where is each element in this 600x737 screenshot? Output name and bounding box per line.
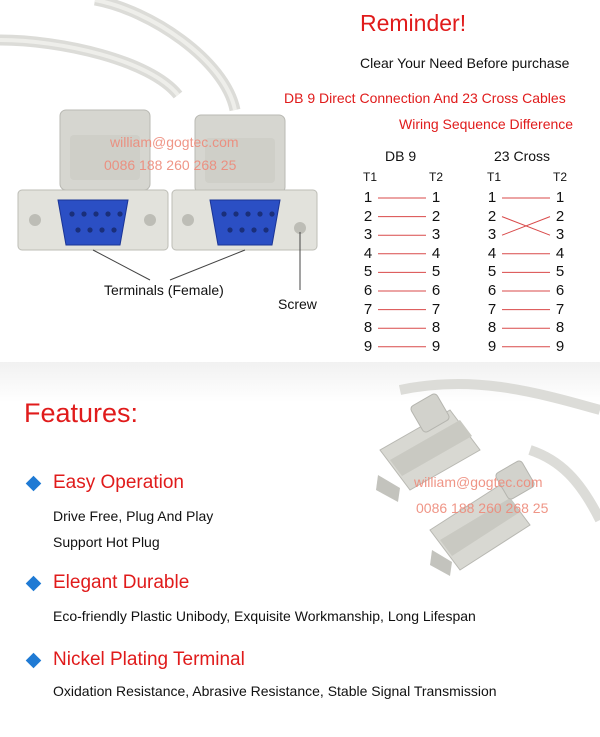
feature-line: Eco-friendly Plastic Unibody, Exquisite … <box>53 608 476 624</box>
bottom-connector-1 <box>376 393 481 502</box>
cross-t1-pin: 4 <box>487 244 497 262</box>
diamond-bullet-icon <box>25 575 42 592</box>
reminder-note-1: DB 9 Direct Connection And 23 Cross Cabl… <box>284 90 566 106</box>
cross-t1-pin: 7 <box>487 300 497 318</box>
cross-wire <box>501 216 551 236</box>
direct-t2-pin: 5 <box>431 263 441 281</box>
direct-t2-pin: 9 <box>431 337 441 355</box>
terminals-label: Terminals (Female) <box>104 282 224 298</box>
cross-t2-pin: 2 <box>555 207 565 225</box>
callout-lines <box>92 232 301 290</box>
direct-t1-pin: 8 <box>363 319 373 337</box>
watermark-phone: 0086 188 260 268 25 <box>104 157 237 173</box>
cross-t1-pin: 6 <box>487 282 497 299</box>
cross-t2-pin: 9 <box>555 337 565 355</box>
direct-t2-pin: 4 <box>431 244 441 262</box>
direct-t2-pin: 6 <box>431 282 441 299</box>
direct-t2-pin: 7 <box>431 300 441 318</box>
feature-line: Oxidation Resistance, Abrasive Resistanc… <box>53 683 497 699</box>
cross-t1-pin: 3 <box>487 226 497 244</box>
cross-t1-pin: 1 <box>487 189 497 206</box>
reminder-note-2: Wiring Sequence Difference <box>399 116 574 132</box>
feature-title-elegant-durable: Elegant Durable <box>53 572 190 593</box>
bottom-connector-2 <box>429 460 535 576</box>
cross-t2-pin: 5 <box>555 263 565 281</box>
cross-t1-pin: 5 <box>487 263 497 281</box>
direct-t2-pin: 2 <box>431 207 441 225</box>
wiring-title-direct: DB 9 <box>385 148 417 164</box>
watermark-email-2: william@gogtec.com <box>414 474 543 490</box>
direct-t1-pin: 4 <box>363 244 373 262</box>
left-db9-connector <box>17 109 169 251</box>
direct-t1-pin: 1 <box>363 189 373 206</box>
direct-t1-pin: 9 <box>363 337 373 355</box>
features-heading: Features: <box>24 398 139 428</box>
cross-t1-pin: 9 <box>487 337 497 355</box>
direct-t2-pin: 3 <box>431 226 441 244</box>
screw-label: Screw <box>278 296 317 312</box>
cross-t2-pin: 3 <box>555 226 565 244</box>
feature-line: Support Hot Plug <box>53 534 160 550</box>
direct-t1-pin: 3 <box>363 226 373 244</box>
feature-title-nickel-plating: Nickel Plating Terminal <box>53 649 245 670</box>
cross-t2-pin: 7 <box>555 300 565 318</box>
cross-t2-pin: 4 <box>555 244 565 262</box>
direct-t1-header: T1 <box>363 170 378 184</box>
feature-title-easy-operation: Easy Operation <box>53 472 184 493</box>
cross-t1-header: T1 <box>487 170 502 184</box>
direct-t2-pin: 1 <box>431 189 441 206</box>
diamond-bullet-icon <box>25 652 42 669</box>
direct-t2-pin: 8 <box>431 319 441 337</box>
cross-t2-header: T2 <box>553 170 568 184</box>
cross-t2-pin: 1 <box>555 189 565 206</box>
reminder-subtitle: Clear Your Need Before purchase <box>360 55 570 71</box>
direct-t1-pin: 6 <box>363 282 373 299</box>
feature-line: Drive Free, Plug And Play <box>53 508 214 524</box>
cross-t2-pin: 6 <box>555 282 565 299</box>
diamond-bullet-icon <box>25 475 42 492</box>
direct-t1-pin: 2 <box>363 207 373 225</box>
cross-t2-pin: 8 <box>555 319 565 337</box>
cross-t1-pin: 2 <box>487 207 497 225</box>
right-db9-connector <box>171 114 318 251</box>
wiring-title-cross: 23 Cross <box>494 148 551 164</box>
cross-t1-pin: 8 <box>487 319 497 337</box>
direct-t1-pin: 5 <box>363 263 373 281</box>
wiring-lines <box>378 197 551 348</box>
connector-photo-top <box>0 0 318 290</box>
reminder-title: Reminder! <box>360 10 467 36</box>
connector-photo-bottom <box>376 378 600 576</box>
watermark-email: william@gogtec.com <box>110 134 239 150</box>
direct-t1-pin: 7 <box>363 300 373 318</box>
direct-t2-header: T2 <box>429 170 444 184</box>
watermark-phone-2: 0086 188 260 268 25 <box>416 500 549 516</box>
